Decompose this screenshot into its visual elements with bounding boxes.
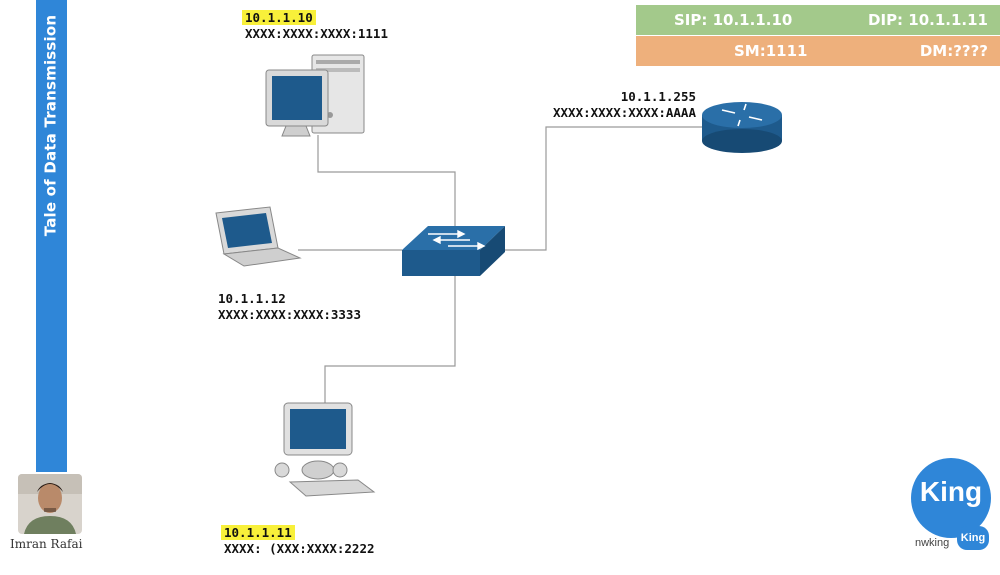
router-ip: 10.1.1.255 <box>620 89 696 104</box>
presenter-avatar <box>18 474 82 534</box>
network-cables <box>298 126 702 405</box>
mac-header-row: SM:1111 DM:???? <box>636 36 1000 66</box>
cable-router <box>505 126 702 251</box>
destination-mac-label: DM:???? <box>919 42 988 60</box>
laptop-address: 10.1.1.12 XXXX:XXXX:XXXX:3333 <box>218 291 361 323</box>
pc-bottom-ip: 10.1.1.11 <box>221 525 295 540</box>
router-mac: XXXX:XXXX:XXXX:AAAA <box>553 105 696 120</box>
pc-bottom-mac: XXXX: (XXX:XXXX:2222 <box>224 541 375 556</box>
pc-bottom-address: 10.1.1.11 XXXX: (XXX:XXXX:2222 <box>221 525 375 557</box>
switch-icon <box>402 226 505 276</box>
king-logo-text: King <box>919 476 983 507</box>
pc-top-address: 10.1.1.10 XXXX:XXXX:XXXX:1111 <box>242 10 388 42</box>
sidebar-banner: Tale of Data Transmission <box>36 0 67 472</box>
destination-ip-label: DIP: 10.1.1.11 <box>868 11 988 29</box>
king-logo: King <box>911 458 991 538</box>
laptop-ip: 10.1.1.12 <box>218 291 286 306</box>
laptop-icon <box>215 206 302 267</box>
king-badge: King <box>957 526 989 550</box>
cable-top-pc <box>317 135 456 228</box>
presenter-name: Imran Rafai <box>10 537 83 551</box>
site-name: nwking <box>915 537 950 549</box>
ip-header-row: SIP: 10.1.1.10 DIP: 10.1.1.11 <box>636 5 1000 35</box>
laptop-mac: XXXX:XXXX:XXXX:3333 <box>218 307 361 322</box>
router-address: 10.1.1.255 XXXX:XXXX:XXXX:AAAA <box>516 89 696 121</box>
desktop-pc-icon <box>265 54 365 137</box>
cable-bottom-pc <box>324 275 456 405</box>
computer-icon <box>274 402 376 497</box>
source-mac-label: SM:1111 <box>734 42 808 60</box>
pc-top-ip: 10.1.1.10 <box>242 10 316 25</box>
source-ip-label: SIP: 10.1.1.10 <box>674 11 793 29</box>
router-icon <box>702 102 782 153</box>
pc-top-mac: XXXX:XXXX:XXXX:1111 <box>245 26 388 41</box>
